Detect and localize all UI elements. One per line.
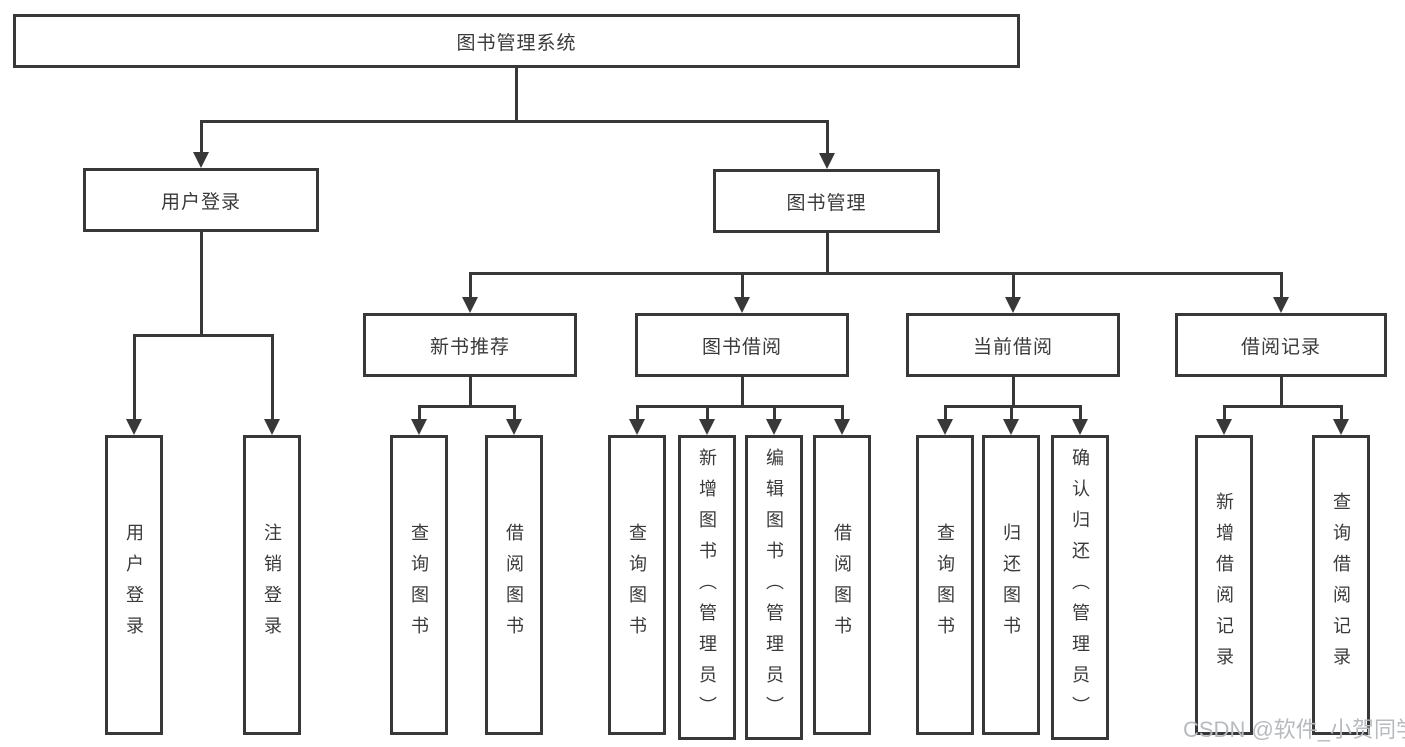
node-book-borrow: 图书借阅: [635, 313, 849, 377]
leaf-query-books-borrow: 查询图书: [608, 435, 666, 735]
leaf-query-books-current: 查询图书: [916, 435, 974, 735]
connector-line: [418, 405, 515, 408]
leaf-query-books-recommend: 查询图书: [390, 435, 448, 735]
connector-line: [200, 232, 203, 334]
leaf-label: 借阅图书: [504, 523, 524, 647]
connector-line: [1223, 405, 1342, 408]
connector-line: [1280, 272, 1283, 299]
leaf-return-books: 归还图书: [982, 435, 1040, 735]
leaf-user-login: 用户登录: [105, 435, 163, 735]
leaf-label: 新增图书（管理员）: [697, 448, 717, 727]
node-borrow-records: 借阅记录: [1175, 313, 1387, 377]
connector-line: [271, 334, 274, 421]
connector-line: [1012, 272, 1015, 299]
connector-line: [133, 334, 274, 337]
arrow-down: [819, 153, 835, 169]
leaf-edit-books-admin: 编辑图书（管理员）: [745, 435, 803, 740]
leaf-label: 查询图书: [935, 523, 955, 647]
leaf-confirm-return-admin: 确认归还（管理员）: [1051, 435, 1109, 740]
arrow-down: [1003, 419, 1019, 435]
node-user-login: 用户登录: [83, 168, 319, 232]
connector-line: [1223, 405, 1226, 421]
connector-line: [773, 405, 776, 421]
leaf-query-borrow-record: 查询借阅记录: [1312, 435, 1370, 735]
connector-line: [469, 272, 472, 299]
connector-line: [133, 334, 136, 421]
arrow-down: [1072, 419, 1088, 435]
leaf-borrow-books: 借阅图书: [813, 435, 871, 735]
connector-line: [200, 120, 203, 154]
arrow-down: [1005, 297, 1021, 313]
arrow-down: [1216, 419, 1232, 435]
connector-line: [741, 377, 744, 405]
connector-line: [636, 405, 639, 421]
leaf-label: 用户登录: [124, 523, 144, 647]
connector-line: [841, 405, 844, 421]
arrow-down: [126, 419, 142, 435]
leaf-label: 归还图书: [1001, 523, 1021, 647]
connector-line: [418, 405, 421, 421]
node-book-management: 图书管理: [713, 169, 940, 233]
csdn-watermark: CSDN @软件_小贺同学: [1183, 717, 1405, 742]
leaf-label: 新增借阅记录: [1214, 492, 1234, 678]
leaf-label: 查询图书: [627, 523, 647, 647]
leaf-borrow-books-recommend: 借阅图书: [485, 435, 543, 735]
arrow-down: [734, 297, 750, 313]
connector-line: [944, 405, 947, 421]
leaf-add-books-admin: 新增图书（管理员）: [678, 435, 736, 740]
leaf-add-borrow-record: 新增借阅记录: [1195, 435, 1253, 735]
connector-line: [636, 405, 843, 408]
connector-line: [741, 272, 744, 299]
arrow-down: [462, 297, 478, 313]
leaf-logout: 注销登录: [243, 435, 301, 735]
leaf-label: 借阅图书: [832, 523, 852, 647]
connector-line: [1010, 405, 1013, 421]
arrow-down: [506, 419, 522, 435]
leaf-label: 确认归还（管理员）: [1070, 448, 1090, 727]
connector-line: [1340, 405, 1343, 421]
leaf-label: 查询借阅记录: [1331, 492, 1351, 678]
leaf-label: 编辑图书（管理员）: [764, 448, 784, 727]
arrow-down: [699, 419, 715, 435]
connector-line: [1280, 377, 1283, 405]
arrow-down: [766, 419, 782, 435]
node-current-borrow: 当前借阅: [906, 313, 1120, 377]
arrow-down: [264, 419, 280, 435]
connector-line: [200, 120, 829, 123]
arrow-down: [1273, 297, 1289, 313]
connector-line: [513, 405, 516, 421]
arrow-down: [629, 419, 645, 435]
leaf-label: 注销登录: [262, 523, 282, 647]
connector-line: [706, 405, 709, 421]
arrow-down: [937, 419, 953, 435]
arrow-down: [193, 152, 209, 168]
connector-line: [469, 272, 1282, 275]
connector-line: [826, 233, 829, 272]
arrow-down: [834, 419, 850, 435]
connector-line: [1079, 405, 1082, 421]
connector-line: [515, 68, 518, 120]
connector-line: [469, 377, 472, 405]
connector-line: [826, 120, 829, 155]
leaf-label: 查询图书: [409, 523, 429, 647]
arrow-down: [1333, 419, 1349, 435]
connector-line: [1012, 377, 1015, 405]
node-new-book-recommend: 新书推荐: [363, 313, 577, 377]
node-library-system: 图书管理系统: [13, 14, 1020, 68]
arrow-down: [411, 419, 427, 435]
